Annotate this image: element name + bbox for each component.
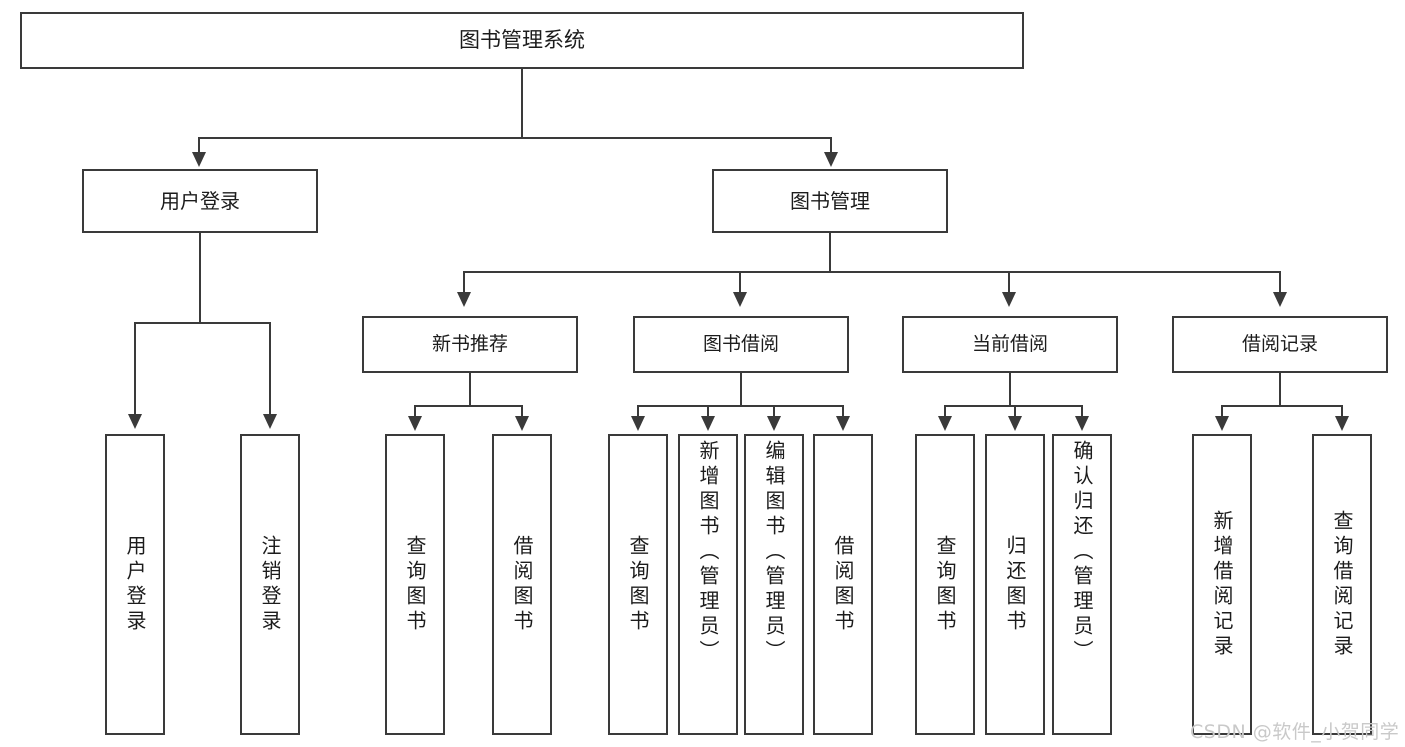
arrowhead-book-manage [824,152,838,167]
leaf-current-borrow-1-label: 归还图书 [1003,534,1027,635]
arrowhead-current-borrow-leaf-2 [1075,416,1089,431]
arrowhead-new-book-leaf-1 [515,416,529,431]
edge-current-borrow-to-leaf-1 [1014,405,1016,417]
edge-to-book-borrow [739,271,741,293]
node-book-borrow-label: 图书借阅 [702,332,779,355]
leaf-book-borrow-3[interactable]: 借阅图书 [813,434,873,735]
edge-root-bus [198,137,832,139]
node-book-management[interactable]: 图书管理 [712,169,948,233]
arrowhead-book-borrow [733,292,747,307]
edge-borrow-record-to-leaf-0 [1221,405,1223,417]
edge-new-book-to-leaf-1 [521,405,523,417]
node-book-borrow[interactable]: 图书借阅 [633,316,849,373]
arrowhead-new-book-leaf-0 [408,416,422,431]
edge-root-to-user-login [198,137,200,154]
leaf-borrow-record-0-label: 新增借阅记录 [1210,509,1234,660]
edge-to-borrow-record [1279,271,1281,293]
edge-borrow-record-bus [1221,405,1342,407]
arrowhead-book-borrow-leaf-0 [631,416,645,431]
arrowhead-book-borrow-leaf-3 [836,416,850,431]
leaf-current-borrow-0-label: 查询图书 [933,534,957,635]
arrowhead-user-login [192,152,206,167]
edge-to-current-borrow [1008,271,1010,293]
leaf-book-borrow-0[interactable]: 查询图书 [608,434,668,735]
leaf-user-login-1-label: 注销登录 [258,534,282,635]
leaf-user-login-0-label: 用户登录 [123,534,147,635]
arrowhead-new-book [457,292,471,307]
arrowhead-borrow-record-leaf-1 [1335,416,1349,431]
leaf-new-book-1[interactable]: 借阅图书 [492,434,552,735]
arrowhead-user-login-leaf-0 [128,414,142,429]
edge-current-borrow-bus [944,405,1082,407]
arrowhead-current-borrow-leaf-0 [938,416,952,431]
arrowhead-current-borrow [1002,292,1016,307]
edge-new-book-bus [414,405,522,407]
edge-user-login-stem [199,233,201,323]
leaf-book-borrow-2-label: 编辑图书（管理员） [762,440,786,665]
edge-user-login-bus [134,322,270,324]
leaf-borrow-record-1[interactable]: 查询借阅记录 [1312,434,1372,735]
node-new-book-recommend[interactable]: 新书推荐 [362,316,578,373]
edge-root-to-book-manage [830,137,832,154]
leaf-current-borrow-0[interactable]: 查询图书 [915,434,975,735]
node-root-label: 图书管理系统 [459,28,585,53]
edge-level2-bus [463,271,1281,273]
node-root-system[interactable]: 图书管理系统 [20,12,1024,69]
node-current-borrow[interactable]: 当前借阅 [902,316,1118,373]
node-borrow-record[interactable]: 借阅记录 [1172,316,1388,373]
edge-borrow-record-to-leaf-1 [1341,405,1343,417]
edge-book-borrow-stem [740,373,742,406]
leaf-new-book-1-label: 借阅图书 [510,534,534,635]
edge-book-borrow-bus [637,405,844,407]
edge-current-borrow-to-leaf-0 [944,405,946,417]
edge-root-stem [521,69,523,138]
edge-current-borrow-stem [1009,373,1011,406]
watermark-text: CSDN @软件_小贺同学 [1190,721,1400,743]
arrowhead-user-login-leaf-1 [263,414,277,429]
node-book-management-label: 图书管理 [790,188,870,213]
leaf-new-book-0[interactable]: 查询图书 [385,434,445,735]
edge-new-book-to-leaf-0 [414,405,416,417]
edge-book-borrow-to-leaf-2 [773,405,775,417]
edge-current-borrow-to-leaf-2 [1081,405,1083,417]
leaf-book-borrow-1[interactable]: 新增图书（管理员） [678,434,738,735]
arrowhead-current-borrow-leaf-1 [1008,416,1022,431]
edge-to-new-book [463,271,465,293]
node-user-login[interactable]: 用户登录 [82,169,318,233]
leaf-book-borrow-3-label: 借阅图书 [831,534,855,635]
arrowhead-book-borrow-leaf-2 [767,416,781,431]
node-borrow-record-label: 借阅记录 [1241,332,1318,355]
edge-new-book-stem [469,373,471,406]
edge-book-manage-stem [829,233,831,272]
leaf-borrow-record-1-label: 查询借阅记录 [1330,509,1354,660]
node-new-book-recommend-label: 新书推荐 [431,332,508,355]
leaf-book-borrow-1-label: 新增图书（管理员） [696,440,720,665]
node-user-login-label: 用户登录 [160,188,240,213]
node-current-borrow-label: 当前借阅 [971,332,1048,355]
leaf-current-borrow-2[interactable]: 确认归还（管理员） [1052,434,1112,735]
edge-borrow-record-stem [1279,373,1281,406]
leaf-book-borrow-0-label: 查询图书 [626,534,650,635]
leaf-current-borrow-2-label: 确认归还（管理员） [1070,440,1094,665]
edge-book-borrow-to-leaf-0 [637,405,639,417]
arrowhead-borrow-record-leaf-0 [1215,416,1229,431]
edge-user-login-to-leaf-0 [134,322,136,415]
edge-user-login-to-leaf-1 [269,322,271,415]
leaf-user-login-0[interactable]: 用户登录 [105,434,165,735]
leaf-borrow-record-0[interactable]: 新增借阅记录 [1192,434,1252,735]
arrowhead-book-borrow-leaf-1 [701,416,715,431]
leaf-book-borrow-2[interactable]: 编辑图书（管理员） [744,434,804,735]
edge-book-borrow-to-leaf-1 [707,405,709,417]
leaf-current-borrow-1[interactable]: 归还图书 [985,434,1045,735]
leaf-user-login-1[interactable]: 注销登录 [240,434,300,735]
arrowhead-borrow-record [1273,292,1287,307]
edge-book-borrow-to-leaf-3 [842,405,844,417]
leaf-new-book-0-label: 查询图书 [403,534,427,635]
